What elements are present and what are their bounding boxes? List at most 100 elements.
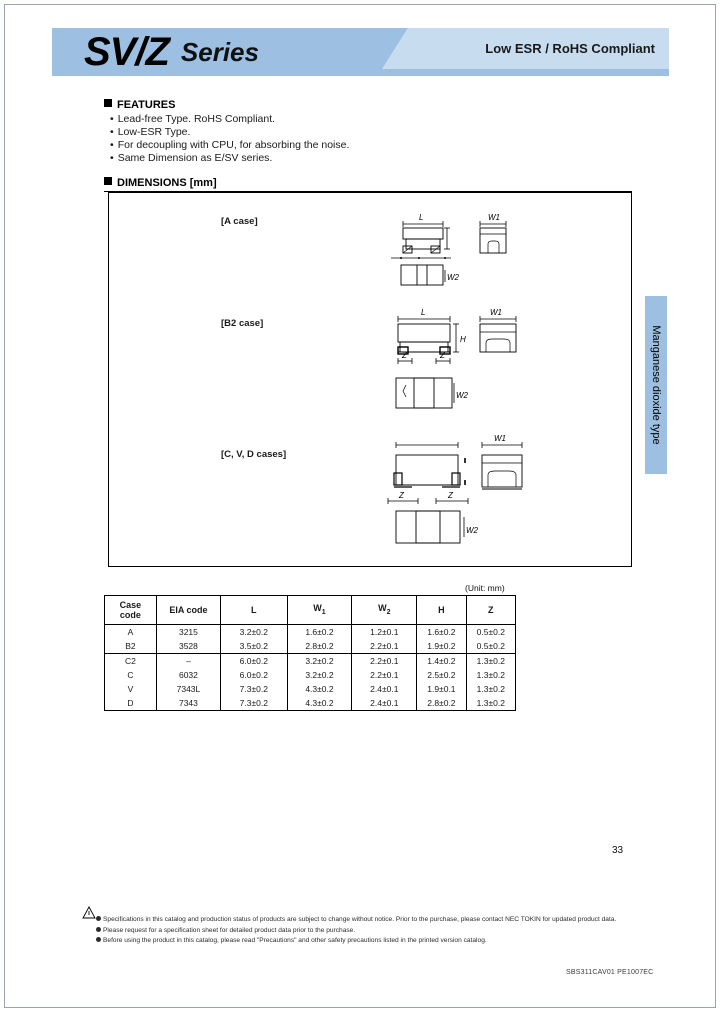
column-header-l: L: [220, 595, 288, 625]
drawing-b2-case: L H Z Z W2 W1: [395, 308, 517, 409]
cell-case: V: [104, 682, 157, 696]
case-label-cvd: [C, V, D cases]: [221, 449, 287, 460]
page-number: 33: [612, 845, 624, 856]
column-header-z: Z: [465, 595, 517, 625]
dimensions-heading-rule: [104, 191, 632, 192]
dim-label-z: Z: [401, 351, 408, 360]
document-code: SBS311CAV01 PE1007EC: [566, 969, 654, 976]
list-item: Same Dimension as E/SV series.: [110, 152, 349, 165]
cell-eia: 3215: [155, 624, 222, 639]
case-label-b2: [B2 case]: [221, 318, 264, 329]
cell-w2: 2.2±0.1: [351, 639, 418, 654]
svg-text:H: H: [460, 335, 466, 344]
cell-l: 6.0±0.2: [220, 668, 288, 682]
cell-h: 1.9±0.1: [416, 682, 467, 696]
series-word: Series: [180, 37, 259, 67]
cell-l: 3.5±0.2: [220, 639, 288, 654]
cell-eia: –: [155, 653, 222, 668]
bullet-dot-icon: [96, 916, 101, 921]
bullet-dot-icon: [96, 926, 101, 932]
page-border: [4, 4, 716, 1008]
footer-note-text: Specifications in this catalog and produ…: [103, 916, 617, 923]
features-heading: FEATURES: [104, 99, 175, 111]
cell-w1: 4.3±0.2: [286, 682, 353, 696]
cell-h: 1.9±0.2: [416, 639, 467, 654]
footer-note-text: Before using the product in this catalog…: [103, 937, 487, 944]
dim-label-z: Z: [398, 491, 405, 500]
cell-z: 1.3±0.2: [465, 653, 517, 668]
cell-eia: 7343: [155, 696, 222, 711]
features-heading-text: FEATURES: [117, 99, 176, 111]
list-item: Low-ESR Type.: [110, 126, 349, 139]
svg-text:L: L: [421, 308, 425, 317]
side-tab-manganese-dioxide: Manganese dioxide type: [645, 296, 667, 474]
cell-l: 3.2±0.2: [220, 624, 288, 639]
series-code: SV/Z: [84, 30, 170, 74]
cell-h: 2.8±0.2: [416, 696, 467, 711]
cell-l: 7.3±0.2: [220, 696, 288, 711]
bullet-dot-icon: [96, 937, 101, 942]
cell-case: B2: [104, 639, 157, 654]
column-header-w1: W1: [286, 595, 353, 625]
dim-label-w2: W2: [456, 391, 469, 400]
table-header-row: Case code EIA code L W1 W2 H Z: [104, 595, 517, 625]
footer-notes: Specifications in this catalog and produ…: [96, 915, 626, 947]
header-banner: Low ESR / RoHS Compliant SV/Z Series: [52, 28, 669, 76]
dim-label-w1: W1: [488, 213, 500, 222]
table-row: C 6032 6.0±0.2 3.2±0.2 2.2±0.1 2.5±0.2 1…: [104, 668, 517, 682]
column-header-h: H: [416, 595, 467, 625]
table-row: C2 – 6.0±0.2 3.2±0.2 2.2±0.1 1.4±0.2 1.3…: [104, 653, 517, 668]
cell-h: 1.6±0.2: [416, 624, 467, 639]
cell-l: 6.0±0.2: [220, 653, 288, 668]
footer-note-text: Please request for a specification sheet…: [103, 926, 356, 934]
case-code-line2: code: [119, 610, 141, 620]
cell-case: C2: [104, 653, 157, 668]
cell-case: A: [104, 624, 157, 639]
w1-letter: W: [313, 602, 322, 613]
w2-subscript: 2: [386, 608, 391, 616]
dim-label-z2: Z: [439, 351, 446, 360]
dim-label-w1: W1: [494, 434, 506, 443]
cell-w1: 4.3±0.2: [286, 696, 353, 711]
dimensions-heading: DIMENSIONS [mm]: [104, 177, 217, 189]
column-header-case-code: Case code: [104, 595, 157, 625]
cell-z: 1.3±0.2: [465, 696, 517, 711]
cell-case: C: [104, 668, 157, 682]
cell-l: 7.3±0.2: [220, 682, 288, 696]
warning-triangle-icon: [82, 906, 96, 919]
dimensions-table: Case code EIA code L W1 W2 H Z A 3215 3.…: [104, 595, 517, 711]
table-row: B2 3528 3.5±0.2 2.8±0.2 2.2±0.1 1.9±0.2 …: [104, 639, 517, 654]
cell-z: 1.3±0.2: [465, 668, 517, 682]
unit-note: (Unit: mm): [465, 583, 505, 593]
dimensions-heading-text: DIMENSIONS [mm]: [117, 177, 217, 189]
cell-w2: 2.4±0.1: [351, 696, 418, 711]
cell-w2: 1.2±0.1: [351, 624, 418, 639]
cell-eia: 3528: [155, 639, 222, 654]
dim-label-w2: W2: [447, 273, 460, 282]
list-item: Lead-free Type. RoHS Compliant.: [110, 113, 349, 126]
cell-h: 2.5±0.2: [416, 668, 467, 682]
tagline-panel-shape: [382, 28, 669, 69]
tagline-panel: Low ESR / RoHS Compliant: [382, 28, 669, 69]
table-row: D 7343 7.3±0.2 4.3±0.2 2.4±0.1 2.8±0.2 1…: [104, 696, 517, 711]
cell-case: D: [104, 696, 157, 711]
bullet-square-icon: [104, 99, 112, 107]
cell-w2: 2.2±0.1: [351, 668, 418, 682]
cell-w1: 1.6±0.2: [286, 624, 353, 639]
table-row: V 7343L 7.3±0.2 4.3±0.2 2.4±0.1 1.9±0.1 …: [104, 682, 517, 696]
dim-label-w2: W2: [466, 526, 479, 535]
column-header-eia-code: EIA code: [155, 595, 222, 625]
list-item: For decoupling with CPU, for absorbing t…: [110, 139, 350, 152]
footer-note: Please request for a specification sheet…: [96, 926, 626, 937]
case-code-line1: Case: [119, 600, 142, 610]
dimensions-drawing-box: [108, 192, 632, 567]
w2-letter: W: [378, 602, 387, 613]
cell-z: 1.3±0.2: [465, 682, 517, 696]
features-list: Lead-free Type. RoHS Compliant. Low-ESR …: [110, 113, 350, 165]
footer-note: Before using the product in this catalog…: [96, 936, 626, 947]
cell-eia: 7343L: [155, 682, 222, 696]
product-series-title: SV/Z Series: [84, 28, 259, 76]
cell-w2: 2.2±0.1: [351, 653, 418, 668]
drawing-a-case: L W2 W1: [391, 213, 507, 286]
cell-h: 1.4±0.2: [416, 653, 467, 668]
